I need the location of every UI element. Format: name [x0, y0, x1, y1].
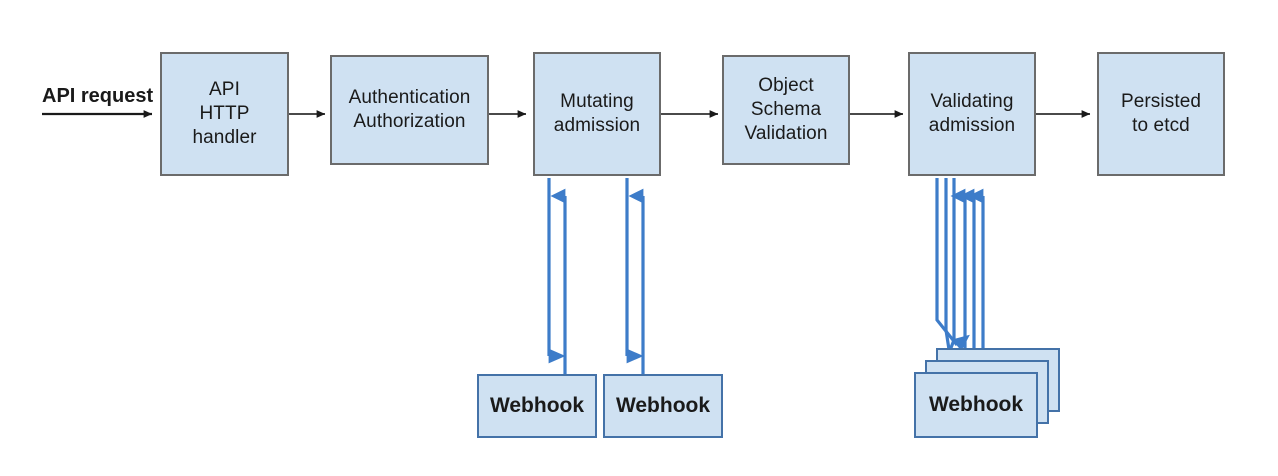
node-validating-admission[interactable]: Validating admission [908, 52, 1036, 176]
edge-validating-to-webhook-stack-1 [935, 178, 970, 352]
webhook-validating-stack-front[interactable]: Webhook [914, 372, 1038, 438]
node-persisted-to-etcd[interactable]: Persisted to etcd [1097, 52, 1225, 176]
api-request-label: API request [42, 85, 154, 107]
edge-validating-to-webhook-stack-2 [944, 178, 967, 364]
edge-validating-to-webhook-stack-3 [940, 178, 960, 373]
webhook-mutating-2[interactable]: Webhook [603, 374, 723, 438]
node-mutating-admission[interactable]: Mutating admission [533, 52, 661, 176]
webhook-mutating-1[interactable]: Webhook [477, 374, 597, 438]
node-api-http-handler[interactable]: API HTTP handler [160, 52, 289, 176]
node-authentication-authorization[interactable]: Authentication Authorization [330, 55, 489, 165]
node-object-schema-validation[interactable]: Object Schema Validation [722, 55, 850, 165]
